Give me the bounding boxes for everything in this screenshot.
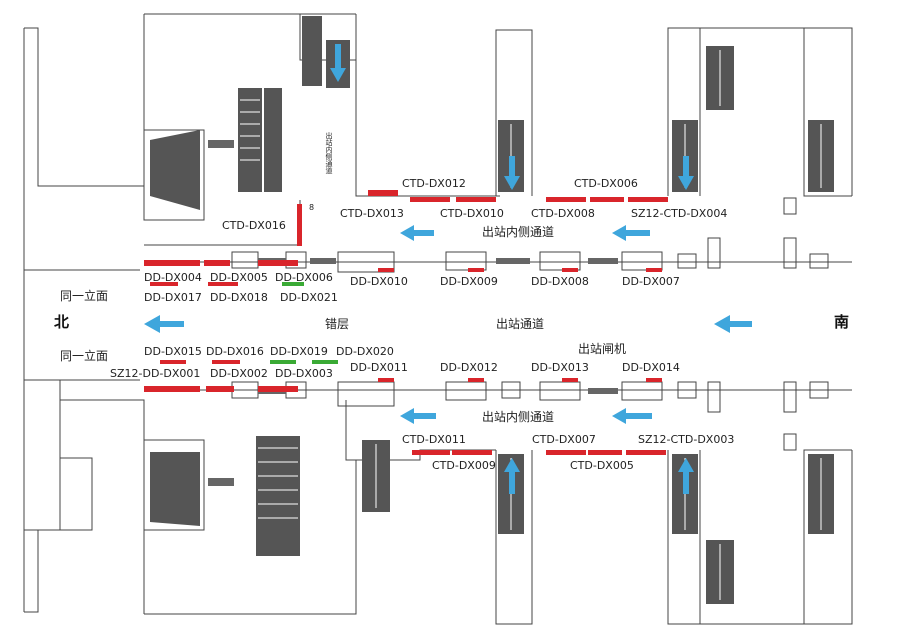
code-ctd-dx008: CTD-DX008 [531, 207, 595, 220]
north-label: 北 [54, 313, 70, 331]
code-sz12-ctd-dx003: SZ12-CTD-DX003 [638, 433, 735, 446]
arrow-vertical-icon [504, 156, 520, 190]
code-dd-dx018: DD-DX018 [210, 291, 268, 304]
code-dd-dx005: DD-DX005 [210, 271, 268, 284]
code-ctd-dx010: CTD-DX010 [440, 207, 504, 220]
code-ctd-dx011: CTD-DX011 [402, 433, 466, 446]
escalators [150, 16, 834, 604]
code-dd-dx016: DD-DX016 [206, 345, 264, 358]
code-dd-dx009: DD-DX009 [440, 275, 498, 288]
code-ctd-dx005: CTD-DX005 [570, 459, 634, 472]
code-dd-dx007: DD-DX007 [622, 275, 680, 288]
flow-arrows [144, 44, 752, 494]
code-dd-dx014: DD-DX014 [622, 361, 680, 374]
inner-corridor-bottom-label: 出站内侧通道 [482, 410, 555, 424]
code-ctd-dx012: CTD-DX012 [402, 177, 466, 190]
code-dd-dx013: DD-DX013 [531, 361, 589, 374]
small-mark: 8 [309, 203, 315, 212]
south-label: 南 [834, 313, 850, 331]
red-zones [144, 190, 668, 455]
code-dd-dx012: DD-DX012 [440, 361, 498, 374]
code-dd-dx019: DD-DX019 [270, 345, 328, 358]
same-level-upper-label: 同一立面 [60, 289, 109, 303]
arrow-left-icon [400, 225, 434, 241]
code-dd-dx003: DD-DX003 [275, 367, 333, 380]
code-ctd-dx013: CTD-DX013 [340, 207, 404, 220]
arrow-left-icon [144, 315, 184, 333]
code-dd-dx011: DD-DX011 [350, 361, 408, 374]
code-dd-dx006: DD-DX006 [275, 271, 333, 284]
split-level-label: 错层 [325, 317, 350, 331]
inner-corridor-top-label: 出站内侧通道 [482, 225, 555, 239]
arrow-vertical-icon [678, 458, 694, 494]
code-dd-dx008: DD-DX008 [531, 275, 589, 288]
code-dd-dx002: DD-DX002 [210, 367, 268, 380]
exit-gates-label: 出站闸机 [578, 342, 627, 356]
code-sz12-ctd-dx004: SZ12-CTD-DX004 [631, 207, 728, 220]
code-ctd-dx009: CTD-DX009 [432, 459, 496, 472]
code-dd-dx004: DD-DX004 [144, 271, 202, 284]
arrow-left-icon [714, 315, 752, 333]
arrow-left-icon [612, 408, 652, 424]
code-dd-dx017: DD-DX017 [144, 291, 202, 304]
arrow-vertical-icon [504, 458, 520, 494]
code-dd-dx010: DD-DX010 [350, 275, 408, 288]
code-dd-dx015: DD-DX015 [144, 345, 202, 358]
arrow-vertical-icon [678, 156, 694, 190]
arrow-left-icon [400, 408, 436, 424]
same-level-lower-label: 同一立面 [60, 349, 109, 363]
code-dd-dx020: DD-DX020 [336, 345, 394, 358]
code-ctd-dx016: CTD-DX016 [222, 219, 286, 232]
arrow-left-icon [612, 225, 650, 241]
code-dd-dx021: DD-DX021 [280, 291, 338, 304]
code-ctd-dx007: CTD-DX007 [532, 433, 596, 446]
code-sz12-dd-dx001: SZ12-DD-DX001 [110, 367, 201, 380]
inner-corridor-vertical-label: 出站内侧通道 [325, 132, 333, 174]
main-corridor-label: 出站通道 [496, 317, 545, 331]
green-zones [270, 282, 338, 364]
arrow-vertical-icon [330, 44, 346, 82]
code-ctd-dx006: CTD-DX006 [574, 177, 638, 190]
